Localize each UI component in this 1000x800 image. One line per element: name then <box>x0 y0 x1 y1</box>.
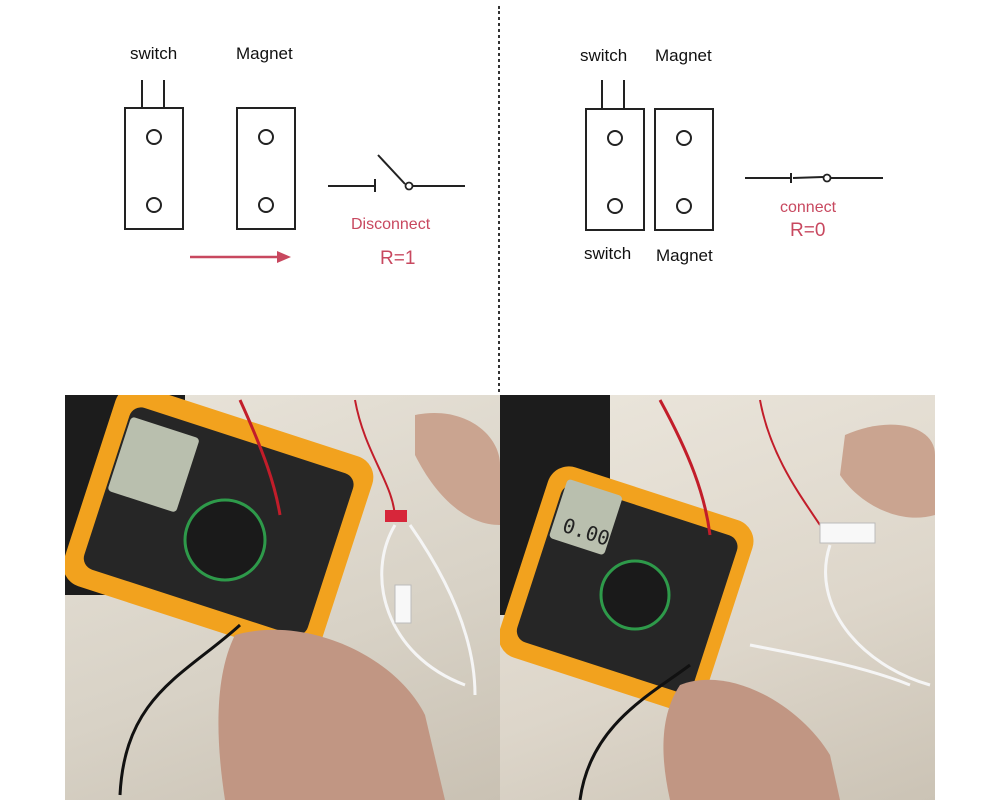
multimeter-photo-disconnected <box>65 395 500 800</box>
magnet-body <box>654 108 714 231</box>
switch-hole-top <box>607 130 623 146</box>
reed-switch-body <box>585 108 645 231</box>
switch-pin-right <box>623 80 625 108</box>
magnet-label-bottom: Magnet <box>656 246 713 265</box>
switch-label-bottom: switch <box>584 244 632 263</box>
switch-hole-top <box>146 129 162 145</box>
reed-switch-body <box>124 107 184 230</box>
switch-pin-left <box>601 80 603 108</box>
magnet-hole-top <box>676 130 692 146</box>
magnet-label: Magnet <box>236 44 293 63</box>
selector-dial-icon <box>183 498 267 582</box>
resistance-one-label: R=1 <box>380 248 416 269</box>
meter-display <box>549 479 622 555</box>
switch-hole-bottom <box>607 198 623 214</box>
disconnected-diagram-panel: switch Magnet Disconnect R=1 <box>0 0 500 395</box>
open-switch-symbol-icon <box>328 154 465 192</box>
multimeter-photo-connected: 0.00 <box>500 395 935 800</box>
switch-and-magnet-piece <box>819 522 876 544</box>
multimeter-scene-right: 0.00 <box>500 395 935 800</box>
magnet-hole-top <box>258 129 274 145</box>
connected-diagram-panel: switch Magnet switch Magnet connect R=0 <box>500 0 1000 395</box>
closed-switch-symbol-icon <box>745 173 883 183</box>
switch-label-top: switch <box>580 46 628 65</box>
magnet-piece <box>394 584 412 624</box>
selector-dial-icon <box>599 559 671 631</box>
meter-display <box>108 417 199 512</box>
switch-pin-right <box>163 80 165 108</box>
connect-label: connect <box>780 199 837 216</box>
multimeter-scene-left <box>65 395 500 800</box>
magnet-body <box>236 107 296 230</box>
switch-pin-left <box>141 80 143 108</box>
disconnect-label: Disconnect <box>351 216 431 233</box>
move-direction-arrow-icon <box>190 251 291 263</box>
resistance-zero-label: R=0 <box>790 220 826 241</box>
magnet-hole-bottom <box>258 197 274 213</box>
panel-divider <box>498 6 501 392</box>
switch-hole-bottom <box>146 197 162 213</box>
magnet-hole-bottom <box>676 198 692 214</box>
switch-label: switch <box>130 44 178 63</box>
magnet-label-top: Magnet <box>655 46 712 65</box>
